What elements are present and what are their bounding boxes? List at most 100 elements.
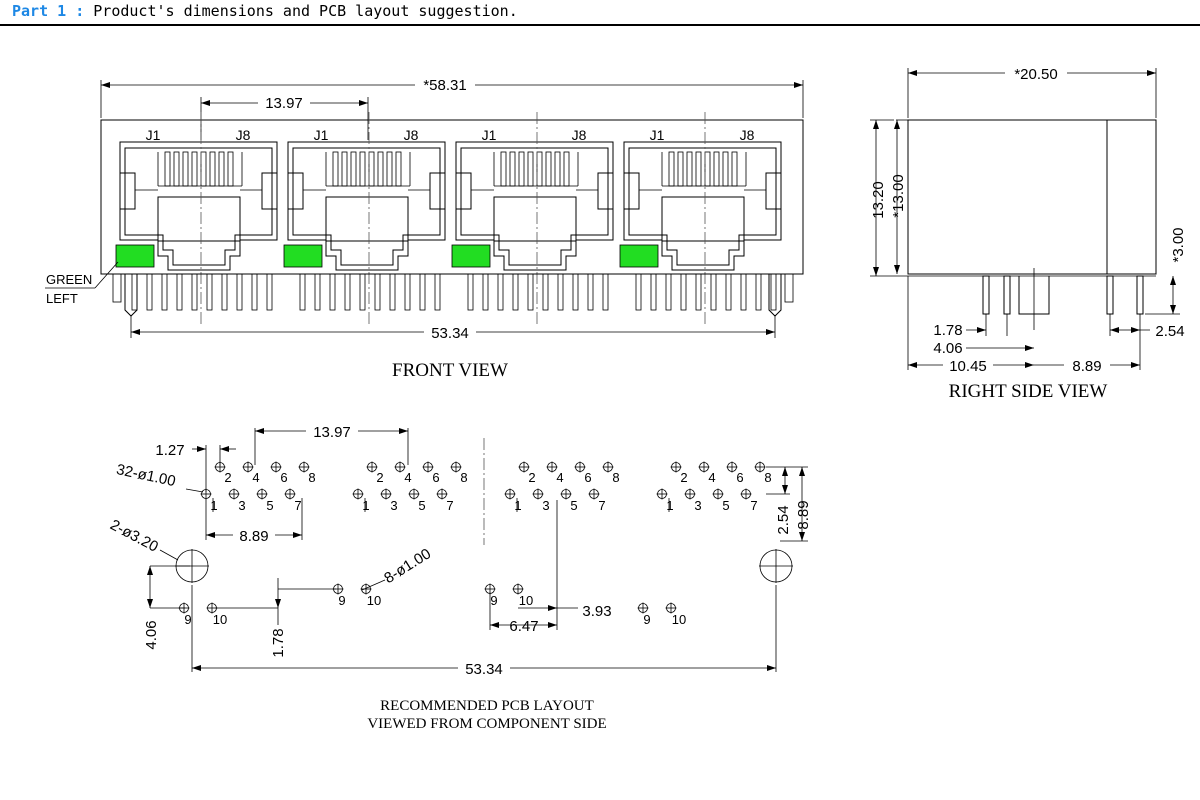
hole-number: 9 xyxy=(338,593,345,608)
hole-number: 8 xyxy=(612,470,619,485)
side-bar xyxy=(287,172,304,210)
pcb-hole: 6 xyxy=(422,461,440,485)
board-pin xyxy=(389,273,396,311)
board-pin xyxy=(329,273,336,311)
side-bar xyxy=(597,172,614,210)
side-dim-406: 4.06 xyxy=(933,340,962,357)
pcb-hole: 6 xyxy=(270,461,288,485)
hole-number: 10 xyxy=(213,612,227,627)
pcb-hole: 7 xyxy=(740,488,758,513)
board-pin xyxy=(251,273,258,311)
hole-number: 5 xyxy=(266,498,273,513)
pcb-hole: 2 xyxy=(366,461,384,485)
header-separator: : xyxy=(75,2,85,20)
led-label-color: GREEN xyxy=(46,272,92,287)
contact-finger xyxy=(350,151,357,187)
board-pin xyxy=(419,273,426,311)
board-pin xyxy=(725,273,732,311)
body-height-dim: *13.00 xyxy=(890,174,907,217)
side-bar xyxy=(261,172,278,210)
hole-number: 3 xyxy=(238,498,245,513)
board-pin xyxy=(770,273,777,311)
board-pin xyxy=(314,273,321,311)
pcb-hole: 8 xyxy=(754,461,772,485)
pcb-hole: 7 xyxy=(588,488,606,513)
pcb-hole: 4 xyxy=(242,461,260,485)
latch-window xyxy=(661,196,745,242)
led-indicator xyxy=(451,244,491,268)
board-pin xyxy=(374,273,381,311)
board-pin xyxy=(221,273,228,311)
section-header: Part 1 : Product's dimensions and PCB la… xyxy=(0,0,1200,26)
side-bar xyxy=(119,172,136,210)
contact-finger xyxy=(386,151,393,187)
led-hole: 9 xyxy=(637,602,651,627)
pcb-dim-178: 1.78 xyxy=(270,628,287,657)
hole-number: 1 xyxy=(362,498,369,513)
board-pin xyxy=(635,273,642,311)
led-label-position: LEFT xyxy=(46,291,78,306)
hole-number: 5 xyxy=(570,498,577,513)
post-callout: 2-ø3.20 xyxy=(107,516,161,555)
right-side-view: *20.50 13.20 *13.00 *3.00 1.78 xyxy=(870,65,1187,402)
overall-width-dim: *58.31 xyxy=(423,77,466,94)
contact-finger xyxy=(695,151,702,187)
hole-number: 1 xyxy=(666,498,673,513)
contact-finger xyxy=(500,151,507,187)
pin-label-j8: J8 xyxy=(740,127,755,143)
board-pin xyxy=(359,273,366,311)
board-pin xyxy=(266,273,273,311)
hole-number: 3 xyxy=(390,498,397,513)
pcb-title-line1: RECOMMENDED PCB LAYOUT xyxy=(380,698,594,714)
hole-number: 1 xyxy=(210,498,217,513)
hole-number: 4 xyxy=(708,470,715,485)
led-hole: 9 xyxy=(484,583,498,608)
contact-finger xyxy=(509,151,516,187)
contact-finger xyxy=(164,151,171,187)
hole-number: 9 xyxy=(184,612,191,627)
pcb-dim-647: 6.47 xyxy=(509,618,538,635)
board-pin xyxy=(131,273,138,311)
contact-finger xyxy=(668,151,675,187)
board-pin xyxy=(587,273,594,311)
pcb-span-889: 8.89 xyxy=(239,528,268,545)
board-pin xyxy=(602,273,609,311)
pcb-hole: 8 xyxy=(450,461,468,485)
hole-number: 2 xyxy=(224,470,231,485)
pcb-dim-406: 4.06 xyxy=(143,620,160,649)
pcb-hole: 3 xyxy=(380,488,398,513)
pin-span-dim: 53.34 xyxy=(431,325,469,342)
contact-finger xyxy=(395,151,402,187)
pcb-hole: 6 xyxy=(726,461,744,485)
pcb-dim-889-v: 8.89 xyxy=(795,500,812,529)
pin-label-j1: J1 xyxy=(482,127,497,143)
led-hole-callout: 8-ø1.00 xyxy=(381,545,434,587)
pcb-hole: 8 xyxy=(602,461,620,485)
pcb-hole: 3 xyxy=(684,488,702,513)
pin-label-j8: J8 xyxy=(404,127,419,143)
led-hole: 10 xyxy=(665,602,686,627)
pin-length-dim: *3.00 xyxy=(1170,227,1187,262)
pcb-span-dim: 53.34 xyxy=(465,661,503,678)
hole-number: 1 xyxy=(514,498,521,513)
pcb-title-line2: VIEWED FROM COMPONENT SIDE xyxy=(367,716,606,732)
board-pin xyxy=(434,273,441,311)
led-hole: 9 xyxy=(178,602,192,627)
pcb-hole: 3 xyxy=(532,488,550,513)
hole-number: 3 xyxy=(694,498,701,513)
contact-finger xyxy=(191,151,198,187)
contact-finger xyxy=(518,151,525,187)
board-pin xyxy=(512,273,519,311)
contact-finger xyxy=(209,151,216,187)
side-bar xyxy=(429,172,446,210)
contact-finger xyxy=(359,151,366,187)
contact-finger xyxy=(377,151,384,187)
board-pin xyxy=(161,273,168,311)
contact-finger xyxy=(173,151,180,187)
contact-finger xyxy=(731,151,738,187)
pcb-hole: 7 xyxy=(436,488,454,513)
hole-number: 6 xyxy=(736,470,743,485)
